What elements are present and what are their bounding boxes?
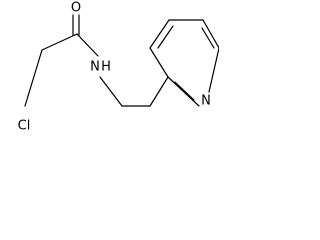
- oxygen-label: O: [71, 1, 81, 16]
- pyridine-ring: [149, 19, 219, 107]
- amide-nitrogen-label: N: [90, 60, 100, 75]
- ring-inner-bond-b: [201, 27, 215, 49]
- ring-bond-c5-c6: [202, 19, 219, 49]
- ring-nitrogen-label: N: [201, 94, 211, 109]
- ring-inner-bond-a: [157, 25, 174, 49]
- ring-bond-c2-c3: [149, 47, 169, 78]
- ring-bond-c3-c4: [149, 19, 170, 49]
- ring-bond-c6-n1: [208, 47, 219, 93]
- bond-carbonyl-nitrogen: [76, 33, 99, 57]
- ring-bond-n1-c2: [167, 76, 200, 107]
- bond-ch2-carbonyl: [41, 33, 78, 51]
- chemical-structure: O Cl N H N: [18, 1, 219, 134]
- bond-nitrogen-ch2: [99, 76, 123, 107]
- bond-ch2-ring: [149, 76, 169, 107]
- bond-cl-ch2: [24, 49, 43, 107]
- bond-group: [24, 14, 169, 107]
- chlorine-label: Cl: [18, 119, 31, 134]
- amide-hydrogen-label: H: [101, 60, 111, 75]
- ring-inner-bond-c: [174, 81, 195, 101]
